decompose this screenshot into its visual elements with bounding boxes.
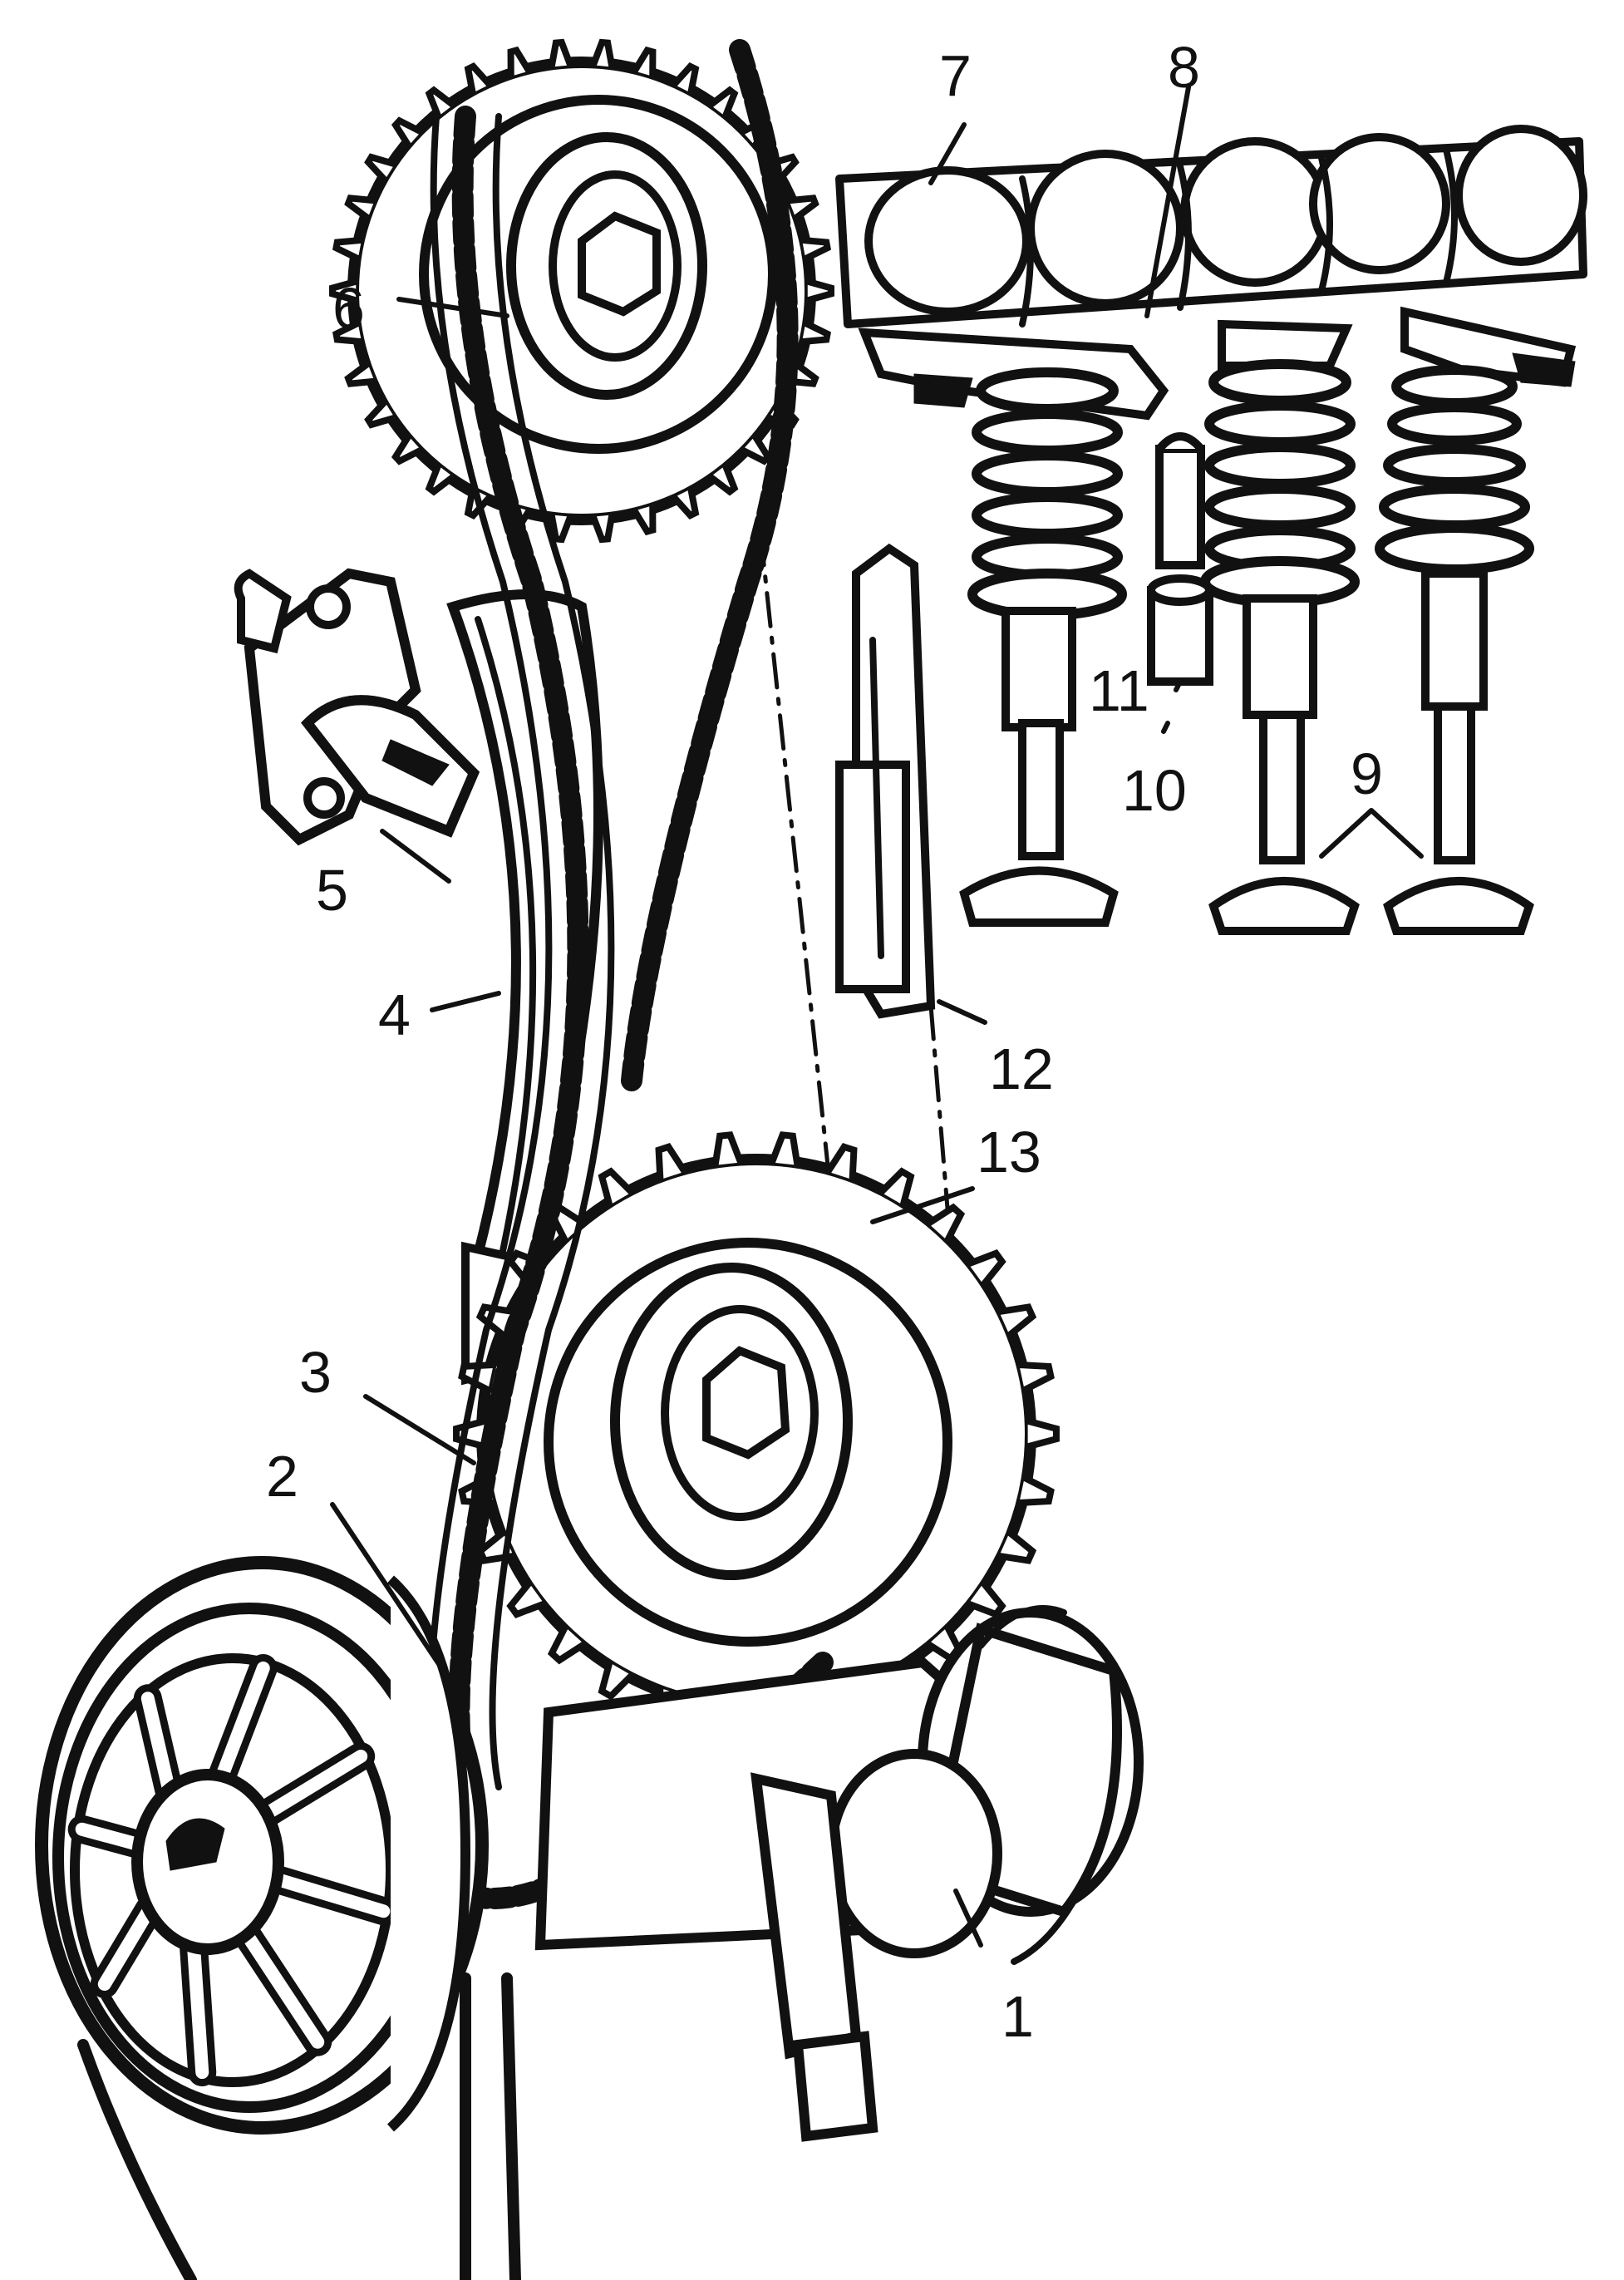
sprocket-tooth xyxy=(547,1625,587,1665)
sprocket-tooth xyxy=(672,62,700,94)
pulley-spoke-highlight xyxy=(75,1822,145,1852)
pulley-spoke-highlight xyxy=(270,1872,391,1918)
sprocket-tooth xyxy=(806,278,834,304)
sprocket-tooth xyxy=(741,434,773,465)
sprocket-tooth xyxy=(632,46,657,76)
part-labels: 1 2 3 4 5 6 7 8 9 10 11 12 13 xyxy=(266,35,1383,2049)
sprocket-tooth xyxy=(967,1249,1006,1287)
sprocket-tooth xyxy=(507,46,532,76)
sprocket-tooth xyxy=(788,195,819,221)
label-11: 11 xyxy=(1089,658,1149,723)
sprocket-tooth xyxy=(464,62,492,94)
sprocket-tooth xyxy=(425,464,455,496)
sprocket-tooth xyxy=(878,1167,915,1206)
chain-tensioner xyxy=(234,568,480,846)
sprocket-tooth xyxy=(632,505,657,536)
sprocket-tooth xyxy=(391,116,423,148)
sprocket-tooth xyxy=(967,1581,1006,1618)
label-7: 7 xyxy=(939,43,972,108)
crankshaft xyxy=(534,1605,1144,2142)
sprocket-tooth xyxy=(998,1529,1037,1564)
crankshaft-pulley xyxy=(35,1556,521,2280)
sprocket-tooth xyxy=(391,434,423,465)
sprocket-tooth xyxy=(672,488,700,520)
label-10: 10 xyxy=(1122,758,1187,823)
sprocket-tooth xyxy=(548,38,573,68)
pulley-spoke-highlight xyxy=(97,1903,156,1992)
sprocket-tooth xyxy=(344,361,376,387)
label-12: 12 xyxy=(989,1037,1054,1101)
sprocket-tooth xyxy=(506,1581,546,1618)
sprocket-tooth xyxy=(590,514,616,544)
sprocket-tooth xyxy=(425,86,455,118)
label-8: 8 xyxy=(1168,35,1200,100)
sprocket-tooth xyxy=(926,1203,966,1243)
sprocket-tooth xyxy=(590,38,616,68)
label-6: 6 xyxy=(332,276,365,341)
label-9: 9 xyxy=(1351,741,1383,806)
sprocket-tooth xyxy=(769,1131,801,1166)
sprocket-tooth xyxy=(824,1143,858,1180)
pulley-spoke-highlight xyxy=(140,1692,176,1796)
sprocket-tooth xyxy=(332,320,362,346)
pulley-spoke-highlight xyxy=(214,1661,270,1784)
label-5: 5 xyxy=(316,858,348,923)
valves xyxy=(959,359,1534,935)
sprocket-tooth xyxy=(364,399,396,429)
sprocket-tooth xyxy=(329,278,357,304)
label-4: 4 xyxy=(378,982,411,1047)
sprocket-tooth xyxy=(708,86,739,118)
sprocket-tooth xyxy=(1019,1362,1055,1393)
sprocket-tooth xyxy=(801,320,832,346)
leader-lines xyxy=(330,85,1191,1948)
sprocket-tooth xyxy=(332,236,362,262)
sprocket-tooth xyxy=(548,514,573,544)
adjuster-screw xyxy=(1147,432,1213,686)
sprocket-tooth xyxy=(598,1167,634,1206)
sprocket-tooth xyxy=(711,1131,744,1166)
sprocket-tooth xyxy=(364,153,396,183)
label-1: 1 xyxy=(1001,1984,1034,2049)
sprocket-tooth xyxy=(801,236,832,262)
sprocket-tooth xyxy=(998,1303,1037,1338)
label-2: 2 xyxy=(266,1444,298,1509)
sprocket-tooth xyxy=(655,1143,688,1180)
sprocket-tooth xyxy=(1026,1417,1060,1450)
camshaft xyxy=(835,125,1587,328)
pulley-spoke-highlight xyxy=(187,1940,209,2080)
sprocket-tooth xyxy=(1019,1475,1055,1506)
label-3: 3 xyxy=(299,1340,332,1405)
chain-guide xyxy=(835,543,936,1019)
sprocket-tooth xyxy=(708,464,739,496)
sprocket-tooth xyxy=(344,195,376,221)
sprocket-tooth xyxy=(598,1662,634,1701)
pulley-spoke-highlight xyxy=(239,1928,325,2049)
pulley-spoke-highlight xyxy=(259,1749,368,1820)
label-13: 13 xyxy=(977,1120,1041,1184)
